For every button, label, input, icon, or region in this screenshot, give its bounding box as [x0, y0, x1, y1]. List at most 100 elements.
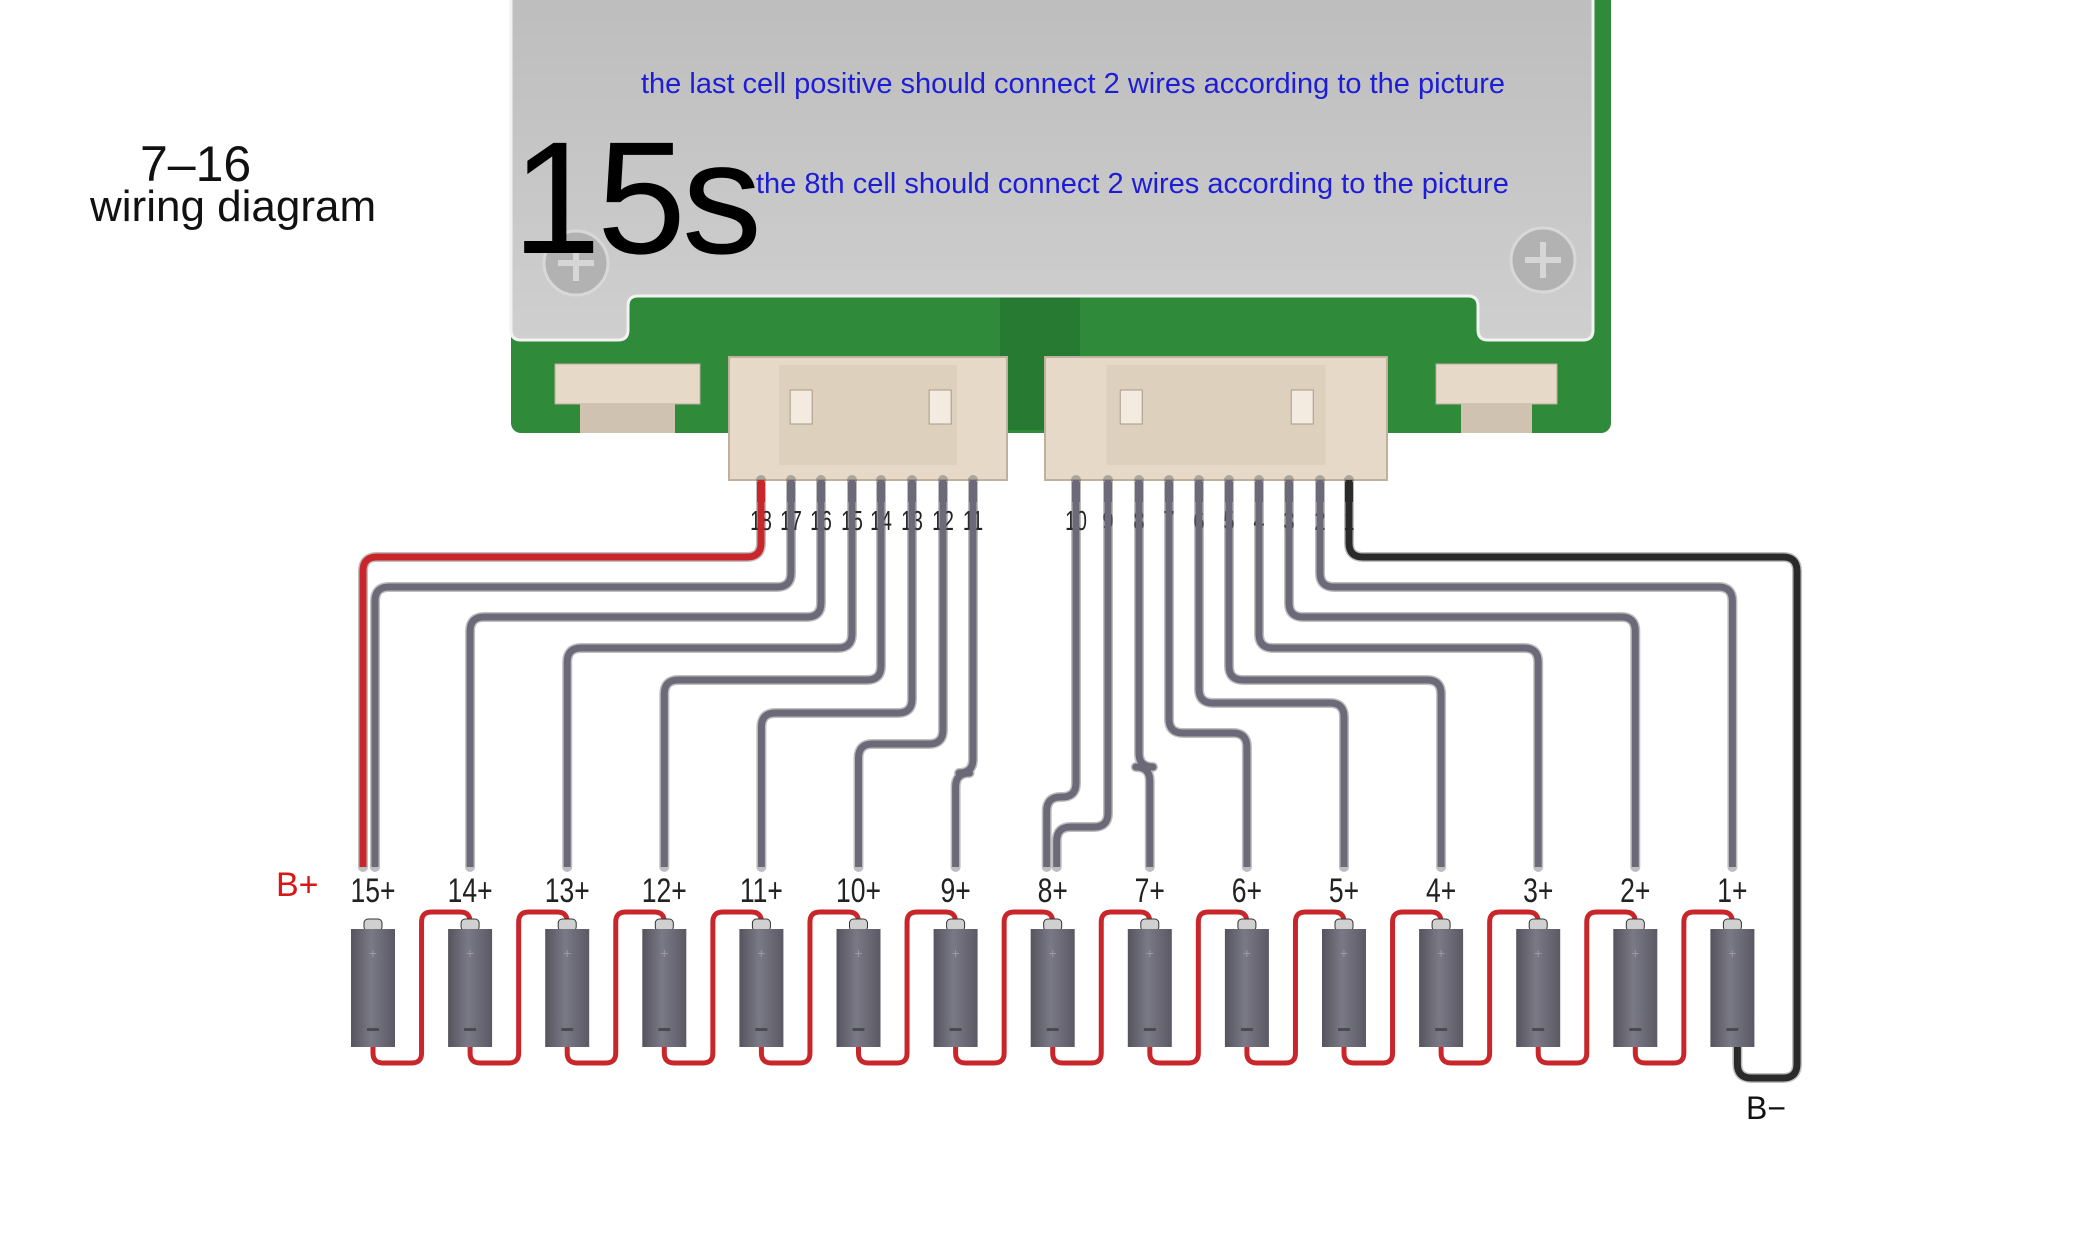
wire-pin-8-to-7+ — [1132, 480, 1157, 867]
b-plus-label: B+ — [276, 866, 319, 904]
plus-mark-icon: + — [952, 945, 960, 961]
series-link — [953, 909, 1056, 1066]
pin-stub — [1255, 482, 1263, 502]
wire-shadow — [370, 475, 796, 872]
wire-pin-12-to-10+ — [855, 480, 947, 867]
wire-pin-2-to-1+ — [1316, 480, 1736, 867]
connector-latch — [1119, 389, 1143, 425]
plus-mark-icon: + — [1631, 945, 1639, 961]
minus-mark-icon — [1240, 1028, 1253, 1031]
pin-stub — [1072, 482, 1080, 502]
connector-latch — [1290, 389, 1314, 425]
pin-stub — [1104, 482, 1112, 502]
board-cover — [509, 0, 1595, 342]
plus-mark-icon: + — [369, 945, 377, 961]
wire-shadow — [1315, 475, 1738, 872]
wire-shadow — [756, 475, 917, 872]
wire-pin-17-to-15+ — [371, 480, 795, 867]
cell-label: 1+ — [1717, 872, 1747, 910]
title-subtitle: wiring diagram — [90, 182, 377, 231]
pin-stub — [848, 482, 856, 502]
pin-stub — [1225, 482, 1233, 502]
cell-label: 15+ — [351, 872, 396, 910]
plus-mark-icon: + — [1534, 945, 1542, 961]
title-range: 7–16 — [140, 136, 252, 192]
pin-stub — [757, 482, 765, 502]
wire-shadow — [1254, 475, 1544, 872]
minus-mark-icon — [755, 1028, 768, 1031]
plus-mark-icon: + — [1728, 945, 1736, 961]
series-link — [758, 909, 861, 1066]
battery-cell — [1322, 929, 1366, 1047]
minus-mark-icon — [658, 1028, 671, 1031]
wire-shadow — [1051, 475, 1113, 872]
cell-label: 12+ — [642, 872, 687, 910]
pin-stub — [1165, 482, 1173, 502]
wire-pin-4-to-3+ — [1255, 480, 1542, 867]
minus-mark-icon — [1046, 1028, 1059, 1031]
connector-body — [1106, 365, 1326, 465]
battery-cell — [739, 929, 784, 1047]
note-8th-cell: the 8th cell should connect 2 wires acco… — [756, 168, 1509, 200]
wire-pin-15-to-13+ — [563, 480, 856, 867]
minus-mark-icon — [949, 1028, 962, 1031]
wire-pin-9-to-8+ — [1053, 480, 1112, 867]
plus-mark-icon: + — [466, 945, 474, 961]
wire-pin-13-to-11+ — [757, 480, 916, 867]
connector-latch — [928, 389, 952, 425]
cell-count-label: 15s — [512, 108, 762, 287]
battery-cell — [448, 929, 493, 1047]
plus-mark-icon: + — [660, 945, 668, 961]
wire-pin-10-to-8+ — [1043, 480, 1080, 867]
series-link — [370, 909, 473, 1066]
minus-mark-icon — [367, 1028, 379, 1031]
wire-shadow — [358, 475, 766, 872]
cell-label: 14+ — [448, 872, 493, 910]
minus-mark-icon — [561, 1028, 574, 1031]
wire-pin-1-to-B− — [1345, 480, 1801, 1082]
plus-mark-icon: + — [854, 945, 862, 961]
series-link — [661, 909, 764, 1066]
pin-stub — [1135, 482, 1143, 502]
cell-label: 2+ — [1620, 872, 1650, 910]
pin-stub — [1195, 482, 1203, 502]
battery-cell — [933, 929, 978, 1047]
pin-stub — [817, 482, 825, 502]
cell-label: 8+ — [1038, 872, 1068, 910]
battery-cell — [1516, 929, 1561, 1047]
minus-mark-icon — [1532, 1028, 1545, 1031]
wire-shadow — [465, 475, 826, 872]
cell-label: 7+ — [1135, 872, 1165, 910]
series-link — [1535, 909, 1638, 1066]
cell-label: 9+ — [940, 872, 970, 910]
plus-mark-icon: + — [1146, 945, 1154, 961]
cell-label: 6+ — [1232, 872, 1262, 910]
wire-shadow — [562, 475, 857, 872]
plus-mark-icon: + — [1243, 945, 1251, 961]
minus-mark-icon — [1338, 1028, 1350, 1031]
cell-label: 13+ — [545, 872, 590, 910]
series-link — [1244, 909, 1347, 1066]
series-link — [1438, 909, 1541, 1066]
plus-mark-icon: + — [1437, 945, 1445, 961]
side-connector — [1435, 363, 1558, 405]
battery-cell — [1127, 929, 1172, 1047]
plus-mark-icon: + — [563, 945, 571, 961]
battery-cell — [351, 929, 395, 1047]
cell-label: 4+ — [1426, 872, 1456, 910]
minus-mark-icon — [1143, 1028, 1156, 1031]
note-last-cell: the last cell positive should connect 2 … — [641, 68, 1506, 100]
battery-cell — [1613, 929, 1658, 1047]
series-link — [1050, 909, 1153, 1066]
plus-mark-icon: + — [1340, 945, 1348, 961]
wire-pin-16-to-14+ — [466, 480, 825, 867]
pin-stub — [1285, 482, 1293, 502]
battery-cell — [1224, 929, 1269, 1047]
plus-mark-icon: + — [1049, 945, 1057, 961]
battery-cell — [1030, 929, 1075, 1047]
battery-cell — [1419, 929, 1464, 1047]
wire-shadow — [853, 475, 948, 872]
pin-stub — [787, 482, 795, 502]
battery-cell — [642, 929, 687, 1047]
